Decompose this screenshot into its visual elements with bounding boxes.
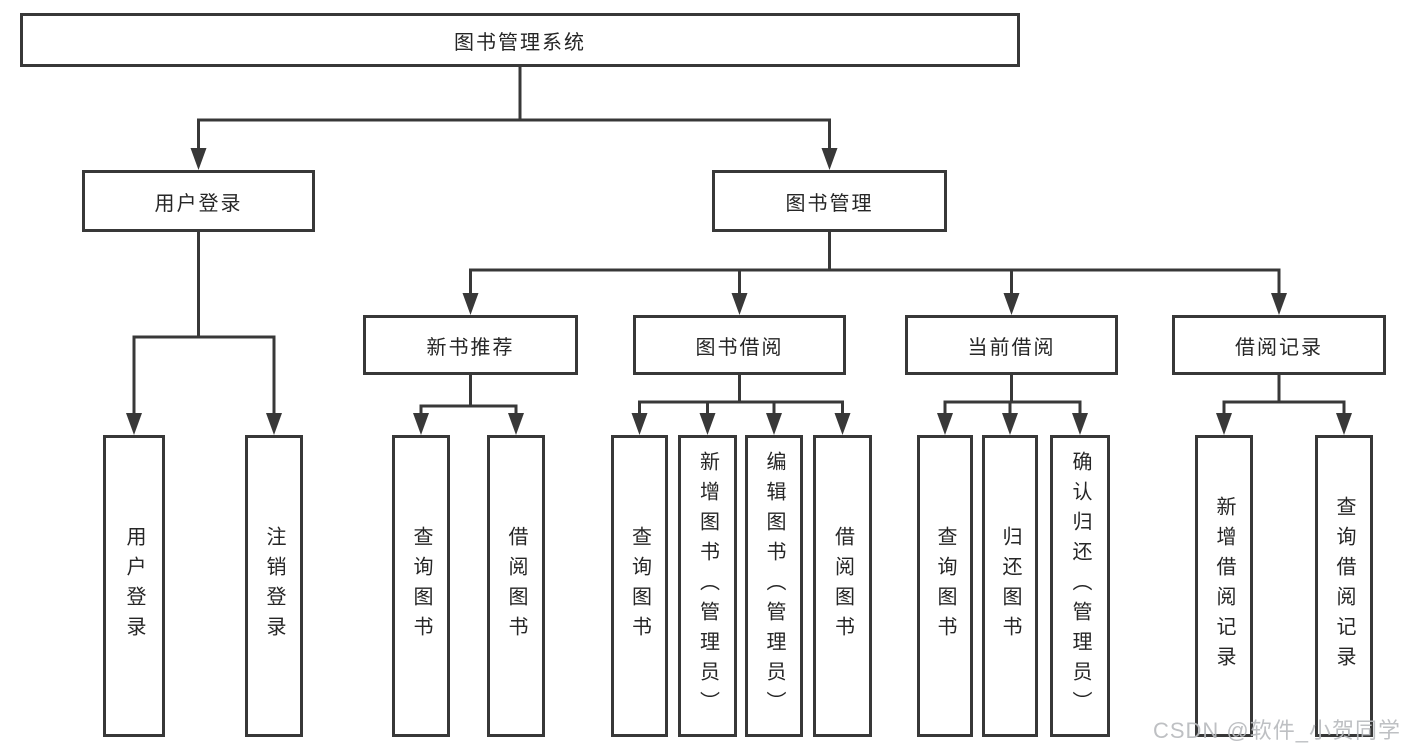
node-user-login: 用户登录 <box>82 170 315 232</box>
node-leaf-query-books-borrowing: 查询图书 <box>611 435 668 737</box>
connector-borrowing-records-to-leaves <box>1216 373 1352 435</box>
node-root: 图书管理系统 <box>20 13 1020 67</box>
node-leaf-query-borrow-record: 查询借阅记录 <box>1315 435 1373 737</box>
node-leaf-borrow-books-borrowing: 借阅图书 <box>813 435 872 737</box>
connector-book-borrowing-to-leaves <box>631 373 851 435</box>
connector-current-borrowing-to-leaves <box>937 373 1088 435</box>
node-leaf-add-book-admin: 新增图书（管理员） <box>678 435 737 737</box>
node-leaf-return-books: 归还图书 <box>982 435 1038 737</box>
connector-new-book-recommend-to-leaves <box>413 373 524 435</box>
node-book-borrowing: 图书借阅 <box>633 315 846 375</box>
node-leaf-add-borrow-record: 新增借阅记录 <box>1195 435 1253 737</box>
node-leaf-user-login: 用户登录 <box>103 435 165 737</box>
node-leaf-query-books-recommend: 查询图书 <box>392 435 450 737</box>
node-current-borrowing: 当前借阅 <box>905 315 1118 375</box>
node-leaf-confirm-return-admin: 确认归还（管理员） <box>1050 435 1110 737</box>
node-leaf-edit-book-admin: 编辑图书（管理员） <box>745 435 803 737</box>
node-leaf-query-books-current: 查询图书 <box>917 435 973 737</box>
node-book-management: 图书管理 <box>712 170 947 232</box>
watermark: CSDN @软件_小贺同学 <box>1152 718 1401 743</box>
node-leaf-logout: 注销登录 <box>245 435 303 737</box>
connector-book-management-to-level3 <box>462 230 1287 315</box>
connector-user-login-to-leaves <box>126 230 282 435</box>
connector-root-to-level2 <box>190 65 838 170</box>
node-leaf-borrow-books-recommend: 借阅图书 <box>487 435 545 737</box>
node-borrowing-records: 借阅记录 <box>1172 315 1386 375</box>
node-new-book-recommend: 新书推荐 <box>363 315 578 375</box>
